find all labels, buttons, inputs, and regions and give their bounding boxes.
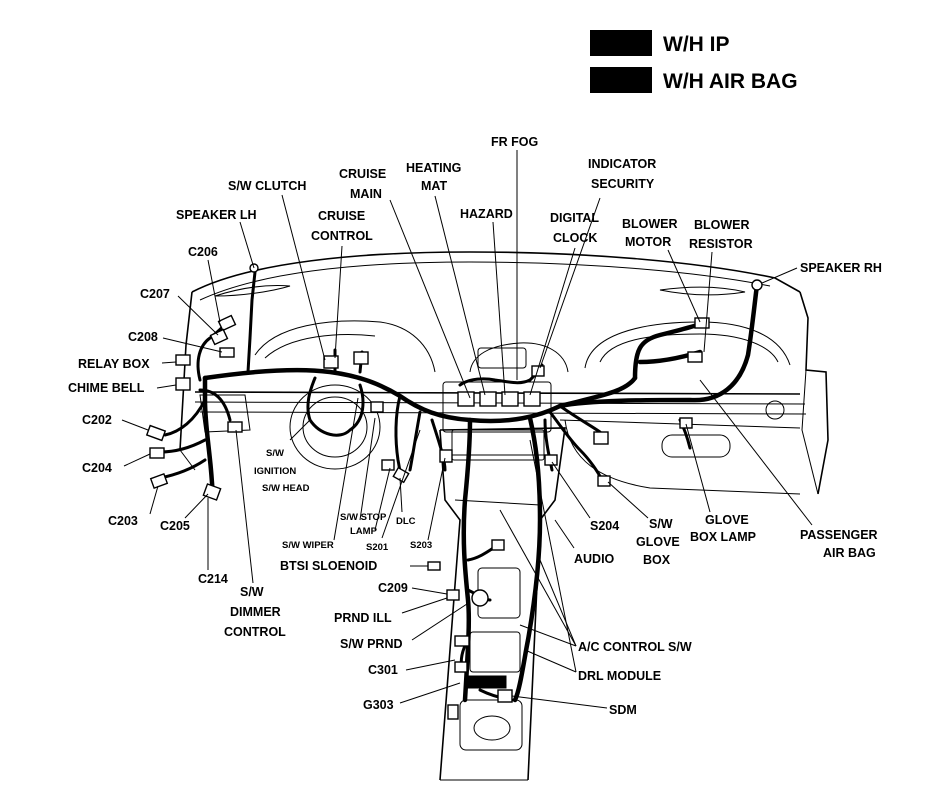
label-dlc: DLC bbox=[396, 516, 416, 527]
label-blower-motor-1: BLOWER bbox=[622, 217, 678, 231]
leader-lines bbox=[121, 150, 813, 709]
label-chime-bell: CHIME BELL bbox=[68, 381, 145, 395]
label-passenger: PASSENGER bbox=[800, 528, 878, 542]
label-s204: S204 bbox=[590, 519, 619, 533]
label-sw-stop: S/W STOP bbox=[340, 512, 387, 523]
label-indicator: INDICATOR bbox=[588, 157, 656, 171]
label-sw-ignition-1: S/W bbox=[266, 448, 284, 459]
label-sw-dimmer-control-3: CONTROL bbox=[224, 625, 286, 639]
label-c208: C208 bbox=[128, 330, 158, 344]
label-cruise-control-2: CONTROL bbox=[311, 229, 373, 243]
label-cruise-main-1: CRUISE bbox=[339, 167, 386, 181]
label-sw-wiper: S/W WIPER bbox=[282, 540, 334, 551]
label-sw-glove-box-3: BOX bbox=[643, 553, 671, 567]
label-sw-clutch: S/W CLUTCH bbox=[228, 179, 306, 193]
label-mat: MAT bbox=[421, 179, 448, 193]
label-s201: S201 bbox=[366, 542, 389, 553]
label-c203: C203 bbox=[108, 514, 138, 528]
label-btsi-solenoid: BTSI SLOENOID bbox=[280, 559, 377, 573]
legend-label-wh-ip: W/H IP bbox=[663, 33, 730, 56]
dashboard-outline bbox=[179, 251, 829, 781]
label-relay-box: RELAY BOX bbox=[78, 357, 150, 371]
label-sw-glove-box-2: GLOVE bbox=[636, 535, 680, 549]
label-sw-dimmer-control-1: S/W bbox=[240, 585, 264, 599]
label-sw-ignition-2: IGNITION bbox=[254, 466, 296, 477]
label-hazard: HAZARD bbox=[460, 207, 513, 221]
label-heating: HEATING bbox=[406, 161, 461, 175]
legend-swatch-wh-air-bag bbox=[590, 67, 652, 93]
connectors bbox=[145, 263, 763, 720]
label-c202: C202 bbox=[82, 413, 112, 427]
label-speaker-rh: SPEAKER RH bbox=[800, 261, 882, 275]
label-blower-motor-2: MOTOR bbox=[625, 235, 671, 249]
label-speaker-lh: SPEAKER LH bbox=[176, 208, 257, 222]
label-c209: C209 bbox=[378, 581, 408, 595]
label-sw-head: S/W HEAD bbox=[262, 483, 310, 494]
label-g303: G303 bbox=[363, 698, 394, 712]
label-blower-resistor-1: BLOWER bbox=[694, 218, 750, 232]
label-prnd-ill: PRND ILL bbox=[334, 611, 392, 625]
label-blower-resistor-2: RESISTOR bbox=[689, 237, 753, 251]
label-glove-box-lamp-2: BOX LAMP bbox=[690, 530, 756, 544]
label-digital: DIGITAL bbox=[550, 211, 599, 225]
label-glove-box-lamp-1: GLOVE bbox=[705, 513, 749, 527]
label-sw-glove-box-1: S/W bbox=[649, 517, 673, 531]
harness-wh-ip bbox=[158, 270, 760, 703]
label-ac-control-sw: A/C CONTROL S/W bbox=[578, 640, 692, 654]
label-drl-module: DRL MODULE bbox=[578, 669, 661, 683]
label-c204: C204 bbox=[82, 461, 112, 475]
label-fr-fog: FR FOG bbox=[491, 135, 538, 149]
label-clock: CLOCK bbox=[553, 231, 597, 245]
label-air-bag: AIR BAG bbox=[823, 546, 876, 560]
label-c301: C301 bbox=[368, 663, 398, 677]
legend-swatch-wh-ip bbox=[590, 30, 652, 56]
legend-label-wh-air-bag: W/H AIR BAG bbox=[663, 70, 798, 93]
label-audio: AUDIO bbox=[574, 552, 615, 566]
label-cruise-main-2: MAIN bbox=[350, 187, 382, 201]
label-sw-dimmer-control-2: DIMMER bbox=[230, 605, 281, 619]
label-c214: C214 bbox=[198, 572, 228, 586]
component-labels: FR FOG INDICATOR SECURITY CRUISE MAIN HE… bbox=[68, 135, 882, 717]
label-c205: C205 bbox=[160, 519, 190, 533]
label-s203: S203 bbox=[410, 540, 432, 551]
label-security: SECURITY bbox=[591, 177, 655, 191]
label-c207: C207 bbox=[140, 287, 170, 301]
legend: W/H IP W/H AIR BAG bbox=[590, 30, 798, 93]
label-lamp: LAMP bbox=[350, 526, 378, 537]
label-sw-prnd: S/W PRND bbox=[340, 637, 403, 651]
label-sdm: SDM bbox=[609, 703, 637, 717]
label-c206: C206 bbox=[188, 245, 218, 259]
label-cruise-control-1: CRUISE bbox=[318, 209, 365, 223]
